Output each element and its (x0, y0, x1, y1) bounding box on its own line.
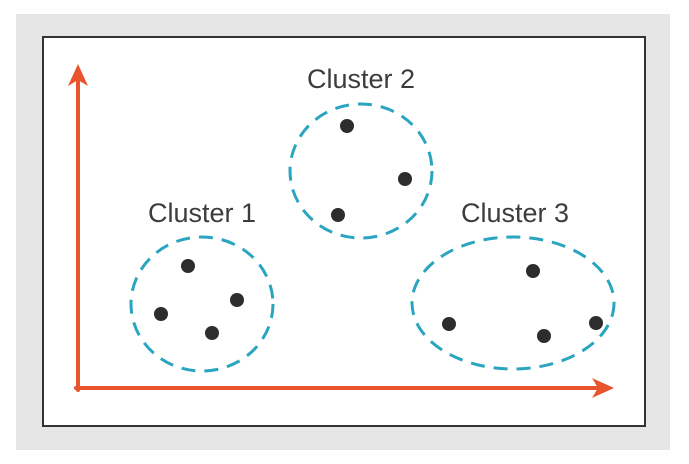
cluster-1-point (205, 326, 219, 340)
cluster-1: Cluster 1 (129, 198, 275, 373)
cluster-2-point (331, 208, 345, 222)
y-axis-arrowhead (68, 64, 88, 86)
cluster-2-point (340, 119, 354, 133)
cluster-1-outline (129, 235, 275, 373)
x-axis-arrowhead (592, 378, 614, 398)
cluster-1-point (154, 307, 168, 321)
axes (68, 64, 614, 398)
cluster-1-label: Cluster 1 (148, 198, 256, 228)
cluster-3-outline (410, 235, 616, 371)
inner-frame (42, 36, 646, 427)
cluster-3-label: Cluster 3 (461, 198, 569, 228)
cluster-1-point (230, 293, 244, 307)
cluster-3-point (526, 264, 540, 278)
cluster-2-outline (288, 102, 434, 240)
cluster-2-point (398, 172, 412, 186)
cluster-2-label: Cluster 2 (307, 64, 415, 94)
cluster-3: Cluster 3 (410, 198, 616, 371)
cluster-3-point (537, 329, 551, 343)
cluster-1-point (181, 259, 195, 273)
cluster-2: Cluster 2 (288, 64, 434, 240)
cluster-3-point (589, 316, 603, 330)
cluster-3-point (442, 317, 456, 331)
